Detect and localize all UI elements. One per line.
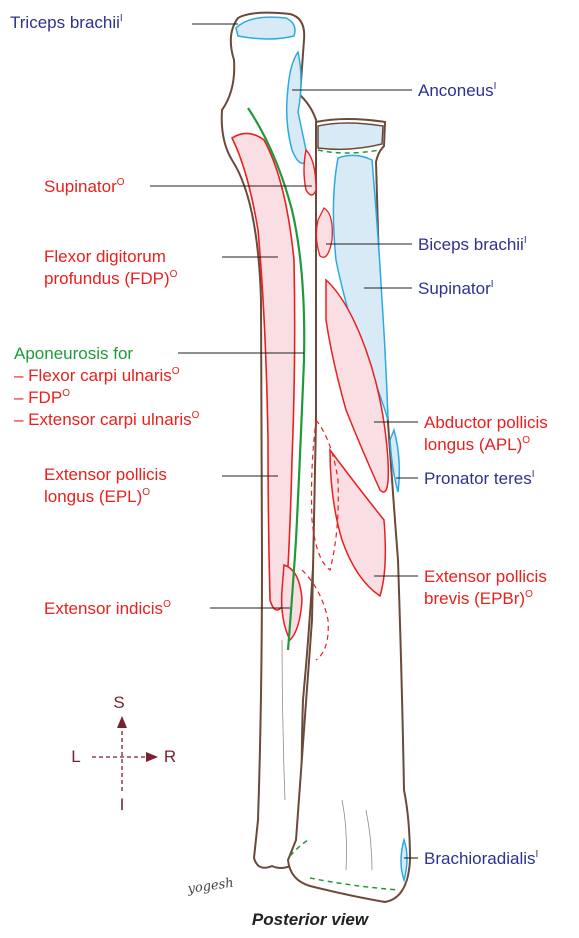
label-aponeurosis-item3: – Extensor carpi ulnarisO	[14, 410, 200, 429]
label-biceps: Biceps brachiiI	[418, 235, 527, 254]
brachioradialis-insertion-area	[401, 840, 407, 880]
label-aponeurosis-title: Aponeurosis for	[14, 344, 133, 363]
label-epl-line1: Extensor pollicis	[44, 465, 167, 484]
label-fdp-line1: Flexor digitorum	[44, 247, 166, 266]
compass-inferior: I	[120, 795, 125, 814]
label-apl-line1: Abductor pollicis	[424, 413, 548, 432]
label-brachioradialis: BrachioradialisI	[424, 849, 538, 868]
orientation-compass: S I L R	[71, 693, 176, 814]
label-supinator-insertion: SupinatorI	[418, 279, 494, 298]
radius-head-area	[318, 123, 383, 149]
artist-signature: yogesh	[186, 876, 235, 897]
label-epbr-line2: brevis (EPBr)O	[424, 589, 533, 608]
label-epl-line2: longus (EPL)O	[44, 487, 150, 506]
compass-superior: S	[113, 693, 124, 712]
label-aponeurosis-item2: – FDPO	[14, 388, 70, 407]
compass-right-arrowhead	[146, 752, 158, 762]
compass-up-arrowhead	[117, 716, 127, 728]
label-triceps: Triceps brachiiI	[10, 13, 123, 32]
label-epbr-line1: Extensor pollicis	[424, 567, 547, 586]
label-indicis: Extensor indicisO	[44, 599, 171, 618]
compass-right: R	[164, 747, 176, 766]
compass-left: L	[71, 747, 80, 766]
label-fdp-line2: profundus (FDP)O	[44, 269, 178, 288]
view-caption: Posterior view	[252, 910, 370, 929]
label-supinator-origin: SupinatorO	[44, 177, 125, 196]
label-anconeus: AnconeusI	[418, 81, 496, 100]
label-pronator: Pronator teresI	[424, 469, 535, 488]
label-aponeurosis-item1: – Flexor carpi ulnarisO	[14, 366, 180, 385]
label-apl-line2: longus (APL)O	[424, 435, 530, 454]
